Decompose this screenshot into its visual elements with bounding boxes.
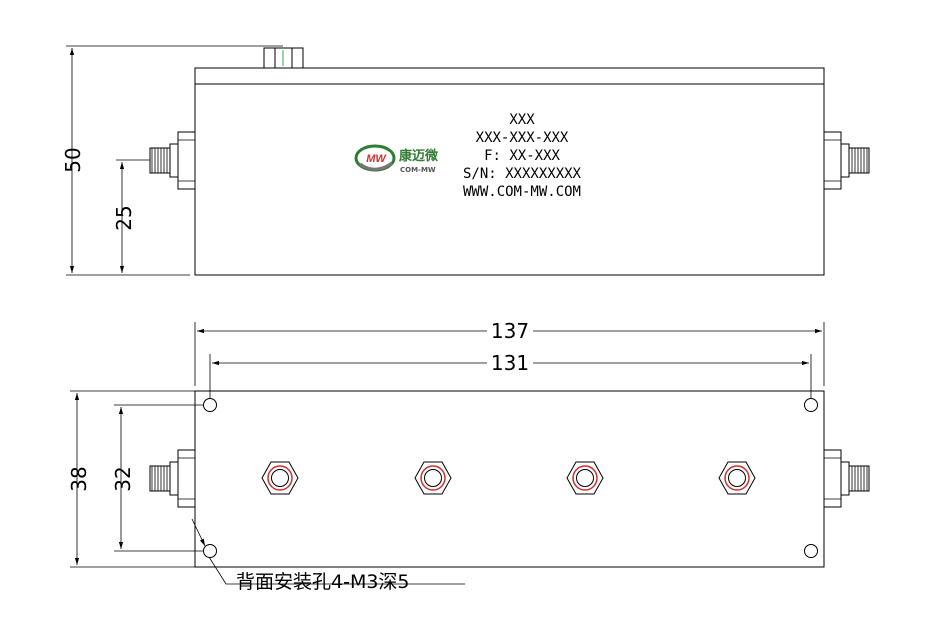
label-frequency: F: XX-XXX <box>484 148 560 164</box>
dimension-hole-spacing-y: 32 <box>111 404 203 552</box>
mounting-hole-top-right <box>804 398 818 412</box>
tuning-nut-3 <box>566 461 604 495</box>
mounting-note-text: 背面安装孔4-M3深5 <box>236 571 410 593</box>
tuning-nut-2 <box>414 461 452 495</box>
front-view: MW 康迈微 COM-MW XXX XXX-XXX-XXX F: XX-XXX … <box>61 45 870 276</box>
product-label: XXX XXX-XXX-XXX F: XX-XXX S/N: XXXXXXXXX… <box>463 112 582 200</box>
top-tuning-nut <box>263 47 304 69</box>
logo-ring-gray <box>359 161 393 171</box>
dimension-width: 38 <box>67 390 195 568</box>
dimension-length-value: 137 <box>491 319 529 343</box>
label-line-1: XXX <box>509 112 535 128</box>
company-logo: MW 康迈微 COM-MW <box>354 144 439 174</box>
label-website: WWW.COM-MW.COM <box>463 184 581 200</box>
dimension-hole-spacing-x: 131 <box>209 351 812 398</box>
left-sma-connector-front <box>149 131 196 190</box>
mounting-hole-bottom-right <box>804 544 818 558</box>
right-sma-connector-bottom <box>823 449 870 508</box>
dimension-length: 137 <box>194 319 825 386</box>
tuning-nut-1 <box>261 461 299 495</box>
label-model: XXX-XXX-XXX <box>476 130 569 146</box>
tuning-nut-4 <box>718 461 756 495</box>
dimension-height: 50 <box>61 45 283 276</box>
right-sma-connector-front <box>823 131 870 190</box>
mounting-note: 背面安装孔4-M3深5 <box>191 518 465 593</box>
logo-mark: MW <box>366 153 387 165</box>
dimension-port-height: 25 <box>112 159 150 273</box>
dimension-port-height-value: 25 <box>112 205 136 230</box>
dimension-hole-spacing-y-value: 32 <box>111 466 135 491</box>
dimension-height-value: 50 <box>61 147 85 172</box>
mounting-hole-top-left <box>203 398 217 412</box>
mounting-hole-bottom-left <box>203 544 217 558</box>
logo-english-name: COM-MW <box>400 166 436 174</box>
logo-chinese-name: 康迈微 <box>399 148 439 164</box>
left-sma-connector-bottom <box>149 449 196 508</box>
dimension-hole-spacing-x-value: 131 <box>491 351 529 375</box>
bottom-body <box>194 390 825 568</box>
label-serial: S/N: XXXXXXXXX <box>463 166 582 182</box>
dimension-width-value: 38 <box>67 466 91 491</box>
bottom-view: 137 131 38 32 背面安装孔4-M3深5 <box>67 319 870 593</box>
